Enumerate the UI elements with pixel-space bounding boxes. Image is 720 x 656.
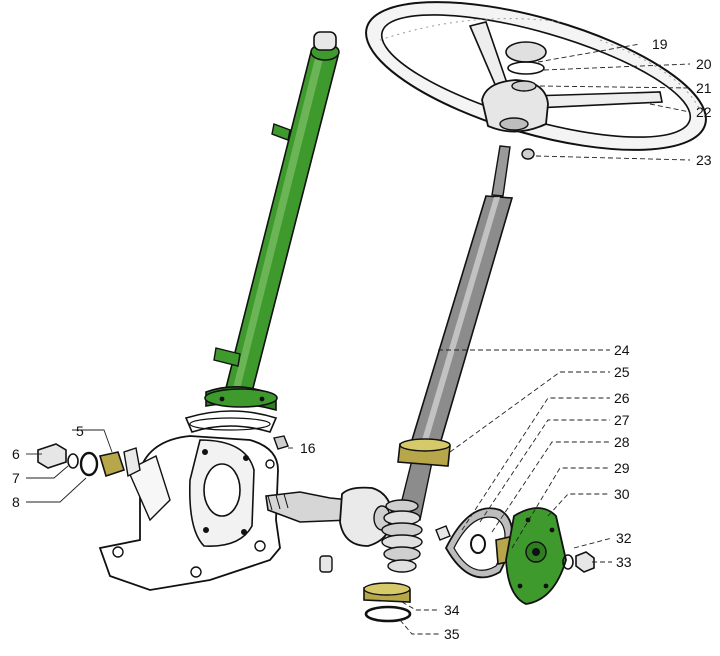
horn-spring [511, 80, 537, 92]
wheel-hub [481, 79, 549, 133]
worm-shaft-bellows [381, 499, 423, 573]
leader-lines [26, 43, 691, 635]
part-6-nut [37, 443, 67, 469]
cross-shaft-end-parts [37, 443, 141, 478]
part-5-bush [98, 451, 126, 478]
end-cover-parts [435, 507, 595, 605]
column-upper-bracket [271, 123, 291, 141]
label-part-32: 32 [616, 530, 632, 546]
label-part-27: 27 [614, 412, 630, 428]
part-8-seal [79, 451, 99, 477]
label-part-29: 29 [614, 460, 630, 476]
rocker-shaft [265, 491, 351, 523]
label-part-26: 26 [614, 390, 630, 406]
part-16-plug [273, 435, 289, 450]
steering-wheel [365, 1, 707, 151]
part-28-shim [470, 534, 486, 554]
label-part-20: 20 [696, 56, 712, 72]
label-part-28: 28 [614, 434, 630, 450]
label-part-19: 19 [652, 36, 668, 52]
part-34-bearing [363, 582, 411, 603]
horn-contact-ring [507, 61, 545, 75]
part-33-nut [575, 551, 595, 573]
label-part-8: 8 [12, 494, 20, 510]
part-number-labels: 5 6 7 8 16 19 20 21 22 23 24 25 26 27 28… [12, 36, 712, 642]
part-25-column-bush [397, 438, 451, 467]
label-part-25: 25 [614, 364, 630, 380]
label-part-33: 33 [616, 554, 632, 570]
horn-push-button [505, 41, 547, 63]
steering-box-housing [98, 435, 281, 591]
part-26-bolt [435, 525, 451, 541]
flange-gasket [184, 410, 278, 433]
label-part-21: 21 [696, 80, 712, 96]
part-23-nut [521, 148, 535, 160]
label-part-24: 24 [614, 342, 630, 358]
column-top-bush [313, 31, 337, 51]
label-part-7: 7 [12, 470, 20, 486]
label-part-22: 22 [696, 104, 712, 120]
label-part-30: 30 [614, 486, 630, 502]
part-7-washer [67, 453, 79, 469]
label-part-23: 23 [696, 152, 712, 168]
steering-column-tube [204, 31, 340, 412]
label-part-16: 16 [300, 440, 316, 456]
part-35-shim-ring [364, 605, 412, 623]
roller-pin [319, 555, 333, 573]
label-part-5: 5 [76, 423, 84, 439]
label-part-6: 6 [12, 446, 20, 462]
part-32-washer [562, 554, 574, 570]
label-part-34: 34 [444, 602, 460, 618]
horn-push-parts [505, 41, 547, 92]
label-part-35: 35 [444, 626, 460, 642]
column-lower-bracket [213, 347, 241, 367]
